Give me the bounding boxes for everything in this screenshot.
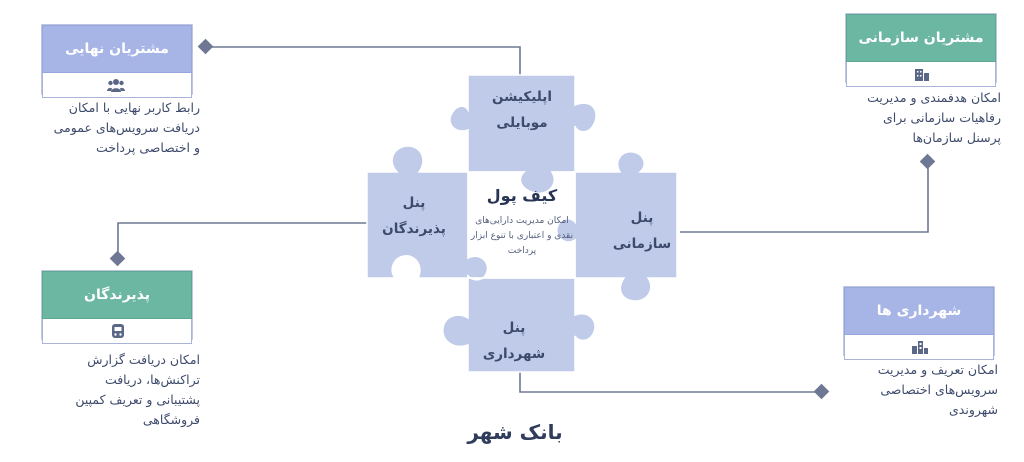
card-org-customers-title: مشتریان سازمانی xyxy=(846,14,996,62)
card-municipality-title: شهرداری ها xyxy=(844,287,994,335)
card-acceptors-desc: امکان دریافت گزارش تراکنش‌ها، دریافت پشت… xyxy=(75,352,200,427)
bank-title: بانک شهر xyxy=(467,420,563,444)
card-acceptors: پذیرندگان xyxy=(42,271,192,344)
label-mobile-app: اپلیکیشن موبایلی xyxy=(492,89,552,131)
connector-org-customers-diamond xyxy=(919,153,936,170)
card-end-users-title: مشتریان نهایی xyxy=(42,25,192,73)
card-end-users-desc: رابط کاربر نهایی با امکان دریافت سرویس‌ه… xyxy=(53,100,200,155)
connector-acceptors xyxy=(117,222,370,257)
wallet-title: کیف پول xyxy=(486,186,558,205)
card-org-customers-desc: امکان هدفمندی و مدیریت رفاهیات سازمانی ب… xyxy=(867,90,1001,145)
city-icon xyxy=(912,341,928,354)
connector-org-customers xyxy=(680,168,929,233)
store-icon xyxy=(112,324,124,338)
card-municipality-desc: امکان تعریف و مدیریت سرویس‌های اختصاصی ش… xyxy=(877,362,998,417)
puzzle-piece-municipality-panel xyxy=(442,277,596,373)
connector-municipality-diamond xyxy=(813,383,830,400)
wallet-desc: امکان مدیریت دارایی‌های نقدی و اعتباری ب… xyxy=(470,216,574,256)
connector-end-users-diamond xyxy=(197,38,214,55)
card-municipality: شهرداری ها xyxy=(844,287,994,360)
connector-end-users xyxy=(206,46,521,75)
card-end-users: مشتریان نهایی xyxy=(42,25,192,98)
connector-municipality xyxy=(519,372,822,393)
label-org-panel: پنل سازمانی xyxy=(612,210,672,252)
puzzle-piece-wallet xyxy=(467,171,576,281)
building-icon xyxy=(915,69,929,81)
users-icon xyxy=(107,79,125,92)
label-acceptors-panel: پنل پذیرندگان xyxy=(382,195,446,237)
label-municipality-panel: پنل شهرداری xyxy=(482,320,546,362)
card-org-customers: مشتریان سازمانی xyxy=(846,14,996,87)
card-acceptors-title: پذیرندگان xyxy=(42,271,192,319)
connector-acceptors-diamond xyxy=(109,250,126,267)
